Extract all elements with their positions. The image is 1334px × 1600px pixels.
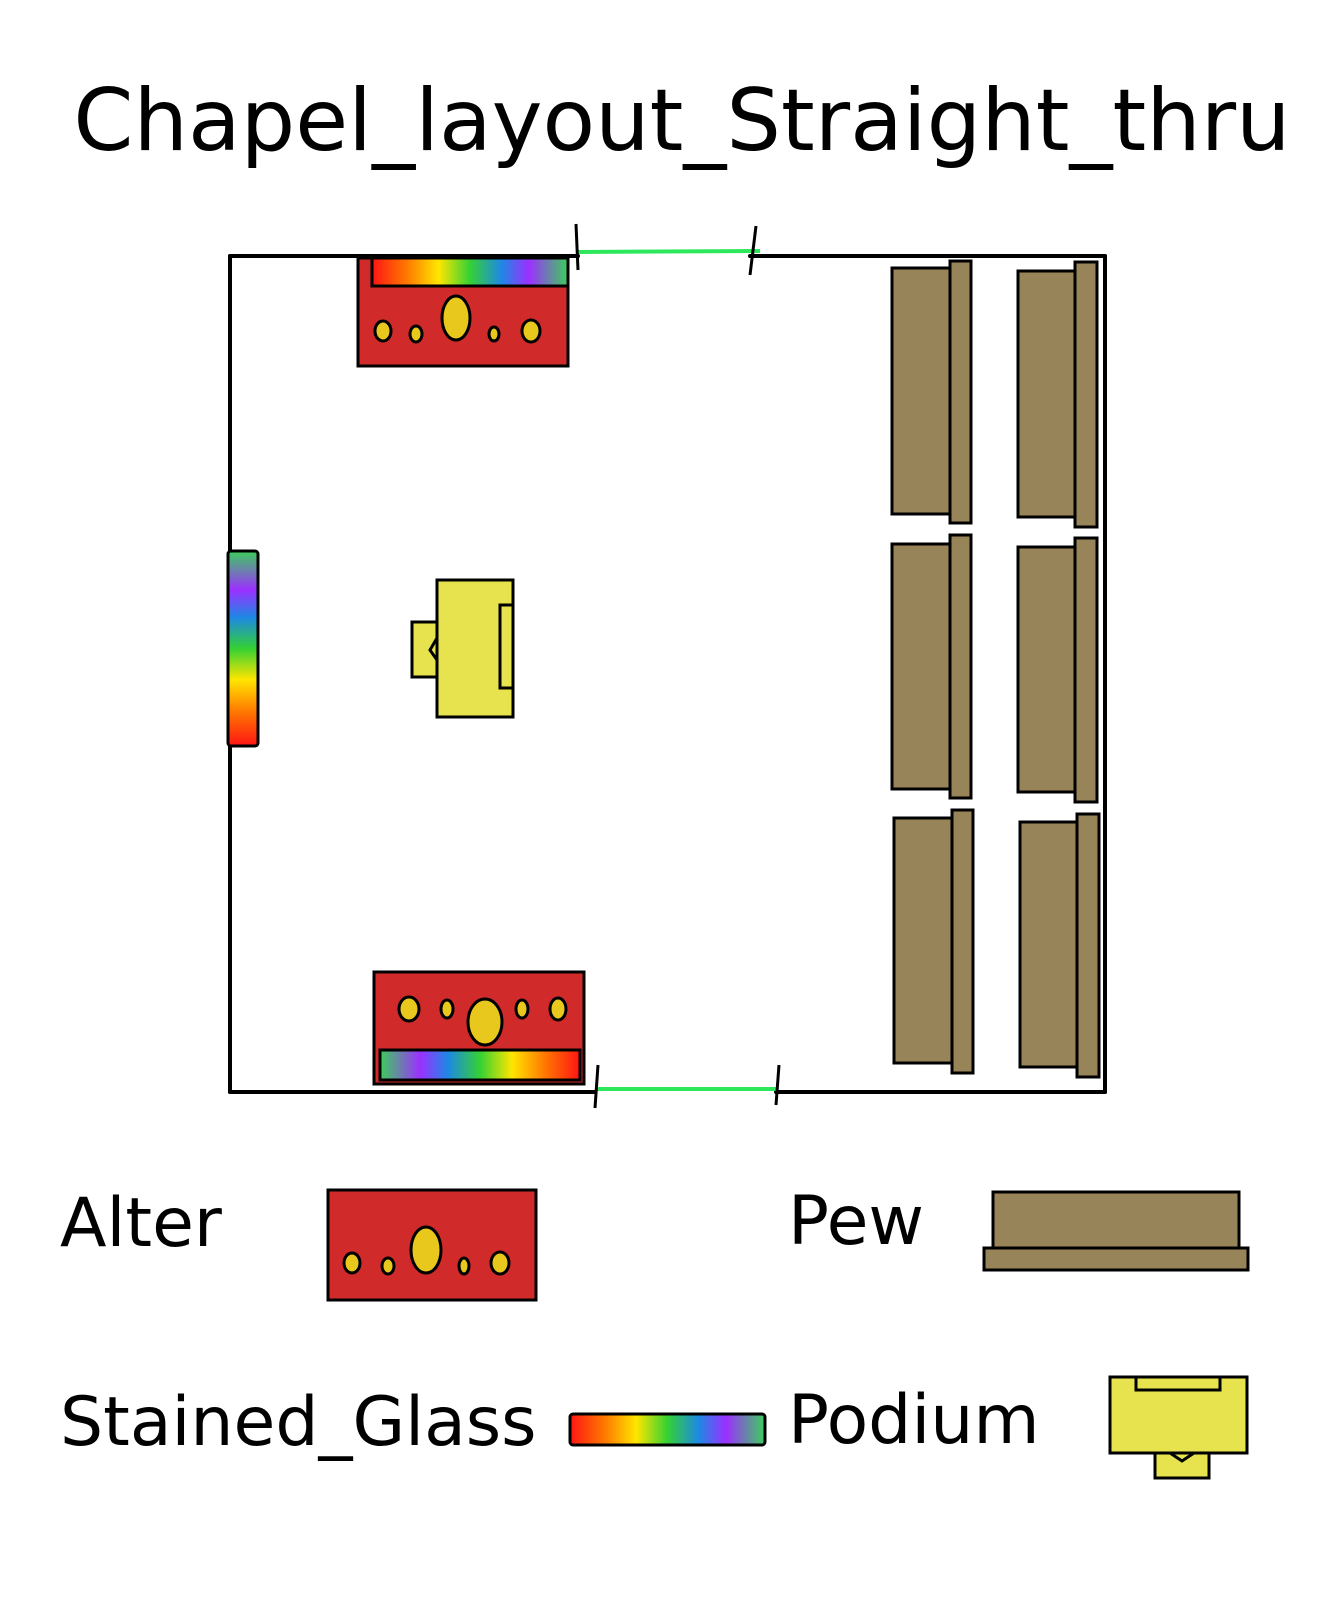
legend-label-podium: Podium [788,1381,1040,1460]
stained-glass-icon [226,549,260,748]
legend: Alter Pew Stained_Glass Podium [60,1182,1250,1480]
legend-label-alter: Alter [60,1184,222,1263]
stained-glass-icon [568,1412,767,1447]
pew-icon [1016,536,1099,804]
alter-icon [326,1188,538,1302]
legend-label-pew: Pew [788,1182,924,1261]
door-icon [593,1064,781,1109]
legend-label-stained-glass: Stained_Glass [60,1383,537,1462]
pew-icon [1016,260,1099,529]
podium-icon [410,578,515,719]
door-icon [574,223,761,276]
alter-icon [372,970,586,1086]
diagram-title: Chapel_layout_Straight_thru [73,71,1290,171]
pew-icon [982,1190,1250,1272]
podium-icon [1108,1375,1249,1480]
pew-icon [890,533,973,800]
alter-icon [356,256,570,368]
pew-icon [892,808,975,1075]
pew-icon [890,259,973,525]
pew-icon [1018,812,1101,1079]
